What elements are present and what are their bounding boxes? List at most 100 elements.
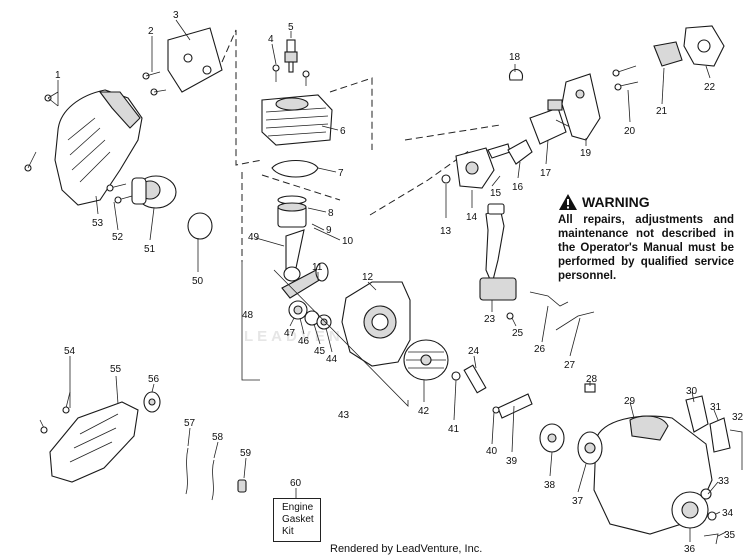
part-6-cylinder bbox=[261, 94, 333, 146]
warning-text: All repairs, adjustments and maintenance… bbox=[558, 214, 734, 282]
callout-20: 20 bbox=[624, 126, 636, 137]
part-50-gasket bbox=[187, 212, 213, 240]
callout-10: 10 bbox=[342, 236, 354, 247]
warning-title: WARNING bbox=[582, 194, 650, 210]
callout-35: 35 bbox=[724, 530, 736, 541]
callout-1: 1 bbox=[55, 70, 61, 81]
part-34-washer bbox=[707, 511, 717, 521]
part-26-wire bbox=[529, 291, 569, 307]
assembly-dashed-lines bbox=[221, 29, 501, 262]
callout-58: 58 bbox=[212, 432, 224, 443]
part-8-piston bbox=[277, 195, 307, 228]
part-41-washer bbox=[451, 371, 461, 381]
callout-40: 40 bbox=[486, 446, 498, 457]
part-12-crankcase bbox=[341, 281, 411, 367]
callout-36: 36 bbox=[684, 544, 696, 555]
part-18-primer-bulb bbox=[508, 68, 524, 81]
callout-11: 11 bbox=[312, 262, 323, 273]
part-30-starter-handle bbox=[685, 395, 709, 433]
part-24-spacer bbox=[463, 364, 487, 394]
part-55-lower-cover bbox=[49, 401, 139, 483]
part-19-air-filter-cover bbox=[561, 73, 601, 141]
callout-12: 12 bbox=[362, 272, 374, 283]
callout-2: 2 bbox=[148, 26, 154, 37]
callout-15: 15 bbox=[490, 188, 502, 199]
callout-22: 22 bbox=[704, 82, 716, 93]
warning-icon bbox=[559, 194, 577, 210]
callout-32: 32 bbox=[732, 412, 744, 423]
bearings-and-seals bbox=[288, 300, 332, 330]
part-11-crankshaft bbox=[281, 262, 329, 299]
part-13-spacer-ring bbox=[441, 174, 451, 184]
callout-9: 9 bbox=[326, 225, 332, 236]
callout-44: 44 bbox=[326, 354, 338, 365]
callout-6: 6 bbox=[340, 126, 346, 137]
callout-51: 51 bbox=[144, 244, 156, 255]
part-40-screw bbox=[492, 406, 500, 414]
callout-50: 50 bbox=[192, 276, 204, 287]
callout-56: 56 bbox=[148, 374, 160, 385]
part-33-fastener bbox=[700, 488, 712, 500]
part-52-bolts bbox=[106, 183, 133, 204]
callout-60: 60 bbox=[290, 478, 302, 489]
callout-38: 38 bbox=[544, 480, 556, 491]
callout-37: 37 bbox=[572, 496, 584, 507]
callout-8: 8 bbox=[328, 208, 334, 219]
callout-31: 31 bbox=[710, 402, 722, 413]
part-27-wire bbox=[555, 311, 595, 331]
part-7-gasket bbox=[271, 159, 319, 178]
callout-45: 45 bbox=[314, 346, 326, 357]
callout-14: 14 bbox=[466, 212, 478, 223]
part-3-air-filter-housing bbox=[167, 27, 223, 93]
part-29-starter-housing bbox=[593, 415, 713, 535]
callout-57: 57 bbox=[184, 418, 196, 429]
callout-numbers: 1 2 3 4 5 6 7 8 9 10 11 12 13 14 15 16 1… bbox=[55, 10, 744, 555]
part-49-connecting-rod bbox=[283, 229, 305, 282]
callout-48: 48 bbox=[242, 310, 254, 321]
part-39-bracket bbox=[497, 393, 533, 419]
callout-41: 41 bbox=[448, 424, 460, 435]
part-16-gasket bbox=[507, 139, 533, 165]
kit-line-1: Engine bbox=[282, 502, 314, 513]
callout-29: 29 bbox=[624, 396, 636, 407]
callout-23: 23 bbox=[484, 314, 496, 325]
part-42-flywheel bbox=[403, 339, 449, 381]
callout-5: 5 bbox=[288, 22, 294, 33]
part-53-muffler-guard bbox=[54, 89, 143, 206]
part-43-group-bracket bbox=[273, 269, 409, 407]
callout-28: 28 bbox=[586, 374, 598, 385]
callout-27: 27 bbox=[564, 360, 576, 371]
part-56-gear bbox=[143, 391, 161, 413]
callout-leader-lines bbox=[47, 19, 727, 542]
part-54-screws bbox=[39, 391, 71, 434]
warning-notice: WARNING All repairs, adjustments and mai… bbox=[558, 193, 734, 283]
callout-47: 47 bbox=[284, 328, 296, 339]
part-5-spark-plug bbox=[284, 39, 298, 73]
callout-18: 18 bbox=[509, 52, 521, 63]
part-37-spring-plate bbox=[577, 431, 603, 465]
callout-25: 25 bbox=[512, 328, 524, 339]
callout-26: 26 bbox=[534, 344, 546, 355]
part-57-fuel-line bbox=[185, 447, 189, 495]
part-31-rope-handle bbox=[709, 417, 731, 453]
callout-54: 54 bbox=[64, 346, 76, 357]
part-2-screws bbox=[142, 71, 167, 96]
callout-16: 16 bbox=[512, 182, 524, 193]
callout-53: 53 bbox=[92, 218, 104, 229]
warning-heading: WARNING bbox=[558, 193, 734, 211]
part-38-starter-pulley bbox=[539, 423, 565, 453]
callout-4: 4 bbox=[268, 34, 274, 45]
callout-49: 49 bbox=[248, 232, 260, 243]
callout-3: 3 bbox=[173, 10, 179, 21]
part-4-bolts bbox=[272, 64, 310, 86]
part-35-pin bbox=[703, 533, 719, 545]
part-48-group-bracket bbox=[241, 262, 260, 381]
callout-46: 46 bbox=[298, 336, 310, 347]
render-credit: Rendered by LeadVenture, Inc. bbox=[330, 543, 483, 555]
kit-line-2: Gasket bbox=[282, 514, 314, 525]
part-20-screws bbox=[612, 65, 639, 91]
callout-19: 19 bbox=[580, 148, 592, 159]
callout-43: 43 bbox=[338, 410, 350, 421]
callout-24: 24 bbox=[468, 346, 480, 357]
